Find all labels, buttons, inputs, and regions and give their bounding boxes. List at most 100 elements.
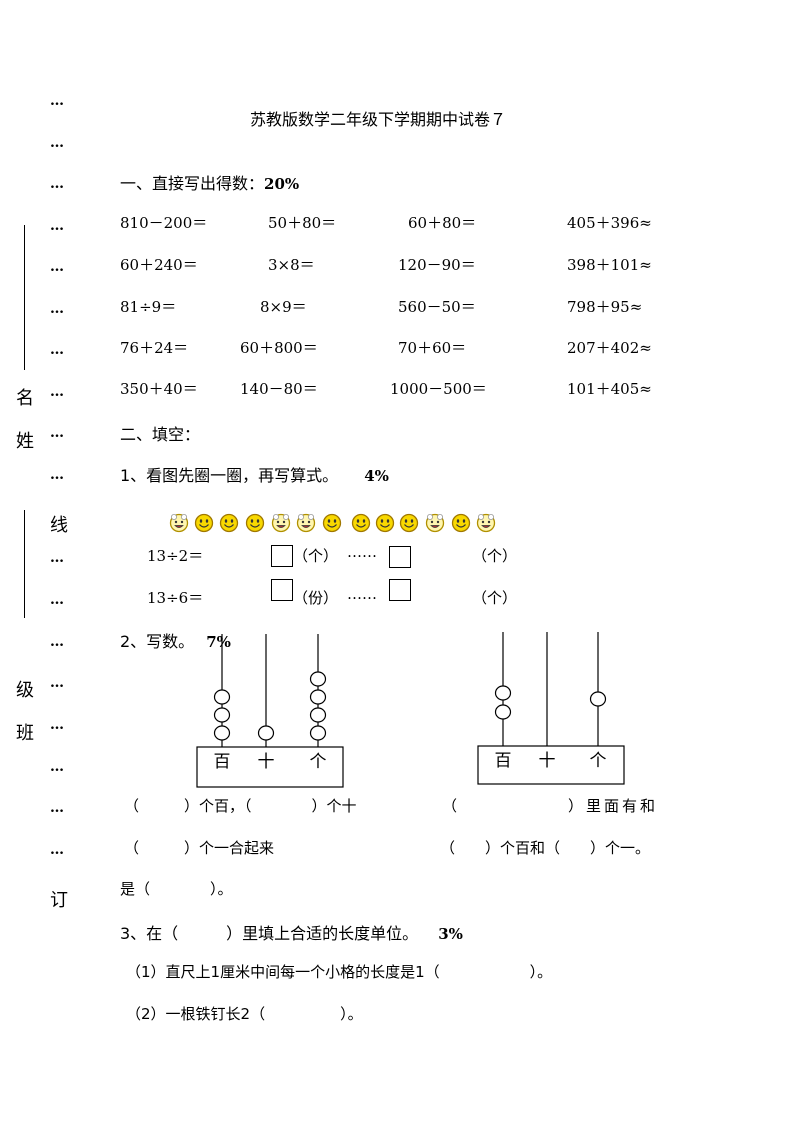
abacus-left-bead bbox=[213, 689, 231, 705]
binding-dots-2: … bbox=[50, 176, 65, 192]
binding-dots-11: … bbox=[50, 592, 65, 608]
binding-dots-12: … bbox=[50, 634, 65, 650]
binding-dots-10: … bbox=[50, 550, 65, 566]
smiley-face-icon bbox=[351, 513, 371, 533]
arith-r2-c3: 120－90＝ bbox=[398, 256, 476, 274]
arith-r1-c2: 50＋80＝ bbox=[268, 214, 337, 232]
q1-line2-remainder-unit: （个） bbox=[472, 589, 518, 607]
abacus-left-bead bbox=[309, 671, 327, 687]
q3-prompt: 3、在（ ）里填上合适的长度单位。 3% bbox=[120, 920, 463, 944]
line-label: 线 bbox=[50, 515, 68, 536]
q2-fill-left-line1: （ ）个百，（ ）个十 bbox=[124, 797, 357, 815]
arith-r4-c2: 60＋800＝ bbox=[240, 339, 318, 357]
q2-prompt-text: 2、写数。 bbox=[120, 632, 195, 651]
arith-r4-c4: 207＋402≈ bbox=[567, 339, 652, 357]
binding-dots-17: … bbox=[50, 842, 65, 858]
arith-r2-c1: 60＋240＝ bbox=[120, 256, 198, 274]
abacus-left-bead bbox=[309, 689, 327, 705]
binding-dots-4: … bbox=[50, 259, 65, 275]
smiley-face-icon bbox=[219, 513, 239, 533]
laughing-face-icon bbox=[425, 513, 445, 533]
abacus-right-frame bbox=[477, 745, 625, 785]
binding-line-top bbox=[24, 225, 25, 370]
arith-r3-c4: 798＋95≈ bbox=[567, 298, 643, 316]
binding-dots-9: … bbox=[50, 467, 65, 483]
abacus-right-bead bbox=[589, 691, 607, 707]
binding-dots-1: … bbox=[50, 135, 65, 151]
abacus-right-label-hundreds: 百 bbox=[495, 751, 512, 771]
q1-line1-answer-box[interactable] bbox=[271, 545, 293, 567]
abacus-left-frame bbox=[196, 746, 344, 788]
arith-r1-c4: 405＋396≈ bbox=[567, 214, 652, 232]
binding-dots-3: … bbox=[50, 218, 65, 234]
arith-r5-c3: 1000－500＝ bbox=[390, 380, 487, 398]
arith-r5-c1: 350＋40＝ bbox=[120, 380, 198, 398]
q3-prompt-text: 3、在（ ）里填上合适的长度单位。 bbox=[120, 924, 419, 943]
q2-fill-right-line2: （ ）个百和（ ）个一。 bbox=[440, 839, 651, 857]
abacus-left-bead bbox=[309, 725, 327, 741]
q1-prompt: 1、看图先圈一圈，再写算式。 4% bbox=[120, 462, 389, 486]
abacus-left-label-tens: 十 bbox=[258, 752, 275, 772]
laughing-face-icon bbox=[169, 513, 189, 533]
q2-fill-right-line1: （ ）里面有和 bbox=[442, 797, 659, 815]
arith-r5-c2: 140－80＝ bbox=[240, 380, 318, 398]
binding-line-bottom bbox=[24, 510, 25, 618]
section1-heading: 一、直接写出得数：20% bbox=[120, 170, 299, 194]
q1-line1-dots: …… bbox=[347, 543, 377, 561]
binding-dots-16: … bbox=[50, 800, 65, 816]
section1-heading-text: 一、直接写出得数： bbox=[120, 174, 265, 193]
smiley-face-icon bbox=[399, 513, 419, 533]
smiley-face-icon bbox=[245, 513, 265, 533]
q1-line2-remainder-box[interactable] bbox=[389, 579, 411, 601]
binding-dots-0: … bbox=[50, 93, 65, 109]
order-label: 订 bbox=[50, 890, 68, 911]
binding-dots-6: … bbox=[50, 342, 65, 358]
laughing-face-icon bbox=[296, 513, 316, 533]
class-label-char2: 班 bbox=[16, 723, 34, 744]
section2-heading: 二、填空： bbox=[120, 425, 201, 444]
binding-dots-14: … bbox=[50, 717, 65, 733]
binding-dots-8: … bbox=[50, 425, 65, 441]
abacus-right-bead bbox=[494, 704, 512, 720]
binding-dots-15: … bbox=[50, 759, 65, 775]
q1-line1-remainder-unit: （个） bbox=[472, 547, 518, 565]
q1-line1-remainder-box[interactable] bbox=[389, 546, 411, 568]
smiley-face-icon bbox=[322, 513, 342, 533]
q1-line2-answer-box[interactable] bbox=[271, 579, 293, 601]
smiley-face-icon bbox=[451, 513, 471, 533]
arith-r2-c4: 398＋101≈ bbox=[567, 256, 652, 274]
page-title: 苏教版数学二年级下学期期中试卷７ bbox=[250, 110, 507, 129]
q3-item1: （1）直尺上1厘米中间每一个小格的长度是1（ ）。 bbox=[126, 963, 553, 981]
arith-r1-c3: 60＋80＝ bbox=[408, 214, 477, 232]
q1-score: 4% bbox=[364, 467, 389, 485]
q1-line1-unit: （个） bbox=[293, 547, 339, 565]
abacus-right-label-tens: 十 bbox=[539, 751, 556, 771]
arith-r3-c3: 560－50＝ bbox=[398, 298, 476, 316]
binding-dots-5: … bbox=[50, 301, 65, 317]
smiley-face-icon bbox=[375, 513, 395, 533]
binding-dots-13: … bbox=[50, 675, 65, 691]
laughing-face-icon bbox=[271, 513, 291, 533]
q1-line2-expression: 13÷6＝ bbox=[147, 589, 204, 607]
laughing-face-icon bbox=[476, 513, 496, 533]
q2-score: 7% bbox=[206, 633, 231, 651]
q2-fill-left-line3: 是（ ）。 bbox=[120, 880, 233, 898]
arith-r2-c2: 3×8＝ bbox=[268, 256, 315, 274]
name-label-char2: 姓 bbox=[16, 431, 34, 452]
q1-prompt-text: 1、看图先圈一圈，再写算式。 bbox=[120, 466, 339, 485]
arith-r4-c3: 70＋60＝ bbox=[398, 339, 467, 357]
arith-r3-c1: 81÷9＝ bbox=[120, 298, 177, 316]
binding-dots-7: … bbox=[50, 384, 65, 400]
q3-item2: （2）一根铁钉长2（ ）。 bbox=[126, 1005, 363, 1023]
name-label-char1: 名 bbox=[16, 388, 34, 409]
arith-r1-c1: 810－200＝ bbox=[120, 214, 208, 232]
smiley-face-icon bbox=[194, 513, 214, 533]
q2-prompt: 2、写数。 7% bbox=[120, 628, 231, 652]
q1-line2-unit: （份） bbox=[293, 589, 339, 607]
abacus-left-label-ones: 个 bbox=[310, 752, 327, 772]
q3-score: 3% bbox=[438, 925, 463, 943]
q1-line1-expression: 13÷2＝ bbox=[147, 547, 204, 565]
arith-r3-c2: 8×9＝ bbox=[260, 298, 307, 316]
abacus-right-bead bbox=[494, 685, 512, 701]
arith-r4-c1: 76＋24＝ bbox=[120, 339, 189, 357]
